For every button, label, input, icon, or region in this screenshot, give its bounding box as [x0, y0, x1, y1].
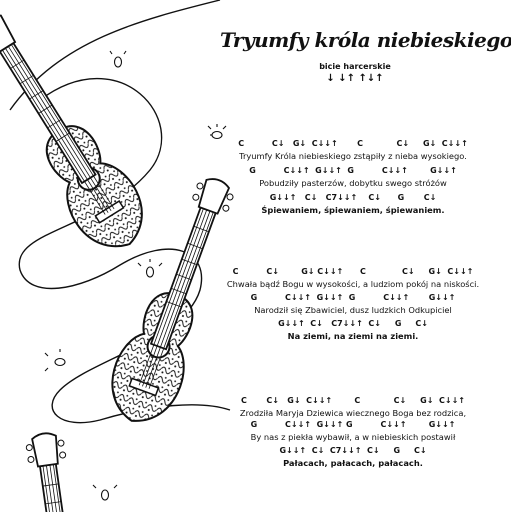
- ukulele-illustration: [25, 432, 67, 512]
- lyric-line: Pobudziły pasterzów, dobytku swego stróż…: [259, 178, 447, 188]
- chord-line: G C↓↓↑ G↓↓↑ G C↓↓↑ G↓↓↑: [249, 166, 457, 175]
- light-bulb-icon: [137, 259, 163, 278]
- lyric-line: Pałacach, pałacach, pałacach.: [283, 458, 423, 468]
- lyric-line: Narodził się Zbawiciel, dusz ludzkich Od…: [254, 305, 452, 315]
- chord-line: G↓↓↑ C↓ C7↓↓↑ C↓ G C↓: [269, 193, 437, 202]
- chord-line: G C↓↓↑ G↓↓↑ G C↓↓↑ G↓↓↑: [250, 420, 456, 429]
- light-bulb-icon: [44, 349, 66, 372]
- chord-line: C C↓ G↓ C↓↓↑ C C↓ G↓ C↓↓↑: [238, 139, 468, 148]
- chord-line: C C↓ G↓ C↓↓↑ C C↓ G↓ C↓↓↑: [232, 267, 474, 276]
- strumming-pattern-name: bicie harcerskie: [319, 62, 391, 71]
- lyric-line: Zrodziła Maryja Dziewica wiecznego Boga …: [239, 408, 467, 418]
- lyric-line: Śpiewaniem, śpiewaniem, śpiewaniem.: [261, 205, 445, 215]
- lyric-line: By nas z piekła wybawił, a w niebieskich…: [250, 432, 456, 442]
- light-bulb-icon: [207, 124, 227, 140]
- light-bulb-icon: [109, 50, 127, 68]
- light-bulb-icon: [92, 484, 118, 501]
- ukulele-illustration: [0, 14, 143, 248]
- chord-line: G C↓↓↑ G↓↓↑ G C↓↓↑ G↓↓↑: [250, 293, 456, 302]
- ukulele-illustration: [111, 178, 234, 422]
- chord-line: G↓↓↑ C↓ C7↓↓↑ C↓ G C↓: [278, 319, 428, 328]
- chord-line: C C↓ G↓ C↓↓↑ C C↓ G↓ C↓↓↑: [240, 396, 465, 405]
- strumming-pattern-arrows: ↓ ↓↑ ↑↓↑: [326, 73, 384, 84]
- lyric-line: Chwała bądź Bogu w wysokości, a ludziom …: [226, 279, 480, 289]
- song-title: Tryumfy króla niebieskiego: [220, 28, 511, 52]
- lyric-line: Tryumfy Króla niebieskiego zstąpiły z ni…: [239, 151, 467, 161]
- lyric-line: Na ziemi, na ziemi na ziemi.: [287, 331, 419, 341]
- chord-line: G↓↓↑ C↓ C7↓↓↑ C↓ G C↓: [279, 446, 427, 455]
